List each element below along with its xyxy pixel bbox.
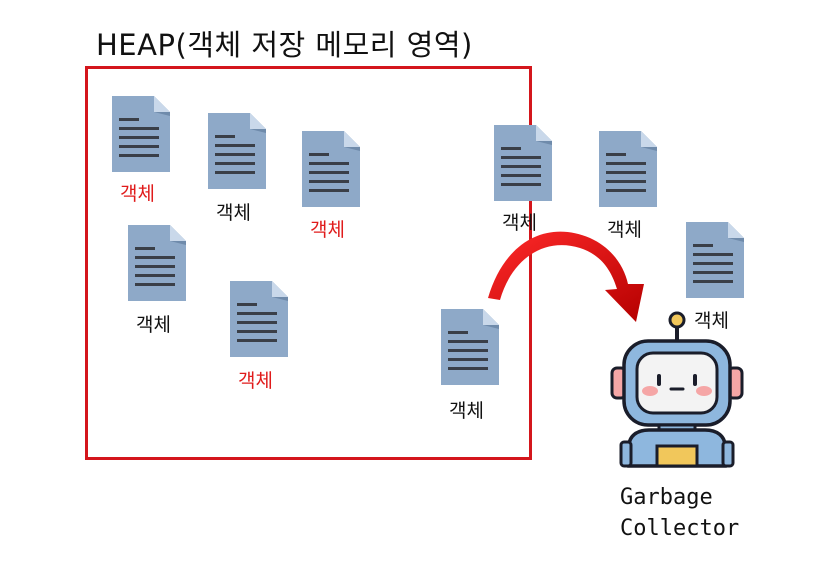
object-label: 객체 [310,219,345,241]
document-icon [597,129,659,209]
document-icon [206,111,268,191]
document-icon [300,129,362,209]
collector-line1: Garbage [620,485,713,510]
object-label: 객체 [238,370,273,392]
document-icon [228,279,290,359]
object-label: 객체 [216,202,251,224]
object-label: 객체 [136,314,171,336]
object-label: 객체 [694,310,729,332]
heap-region [85,66,532,460]
document-icon [126,223,188,303]
object-label: 객체 [449,400,484,422]
document-icon [439,307,501,387]
document-icon [492,123,554,203]
garbage-collector-label: Garbage Collector [620,482,739,544]
object-label: 객체 [607,219,642,241]
heap-title: HEAP(객체 저장 메모리 영역) [96,28,473,62]
collector-line2: Collector [620,516,740,541]
robot-icon [610,311,744,468]
document-icon [110,94,172,174]
document-icon [684,220,746,300]
object-label: 객체 [502,212,537,234]
object-label: 객체 [120,183,155,205]
